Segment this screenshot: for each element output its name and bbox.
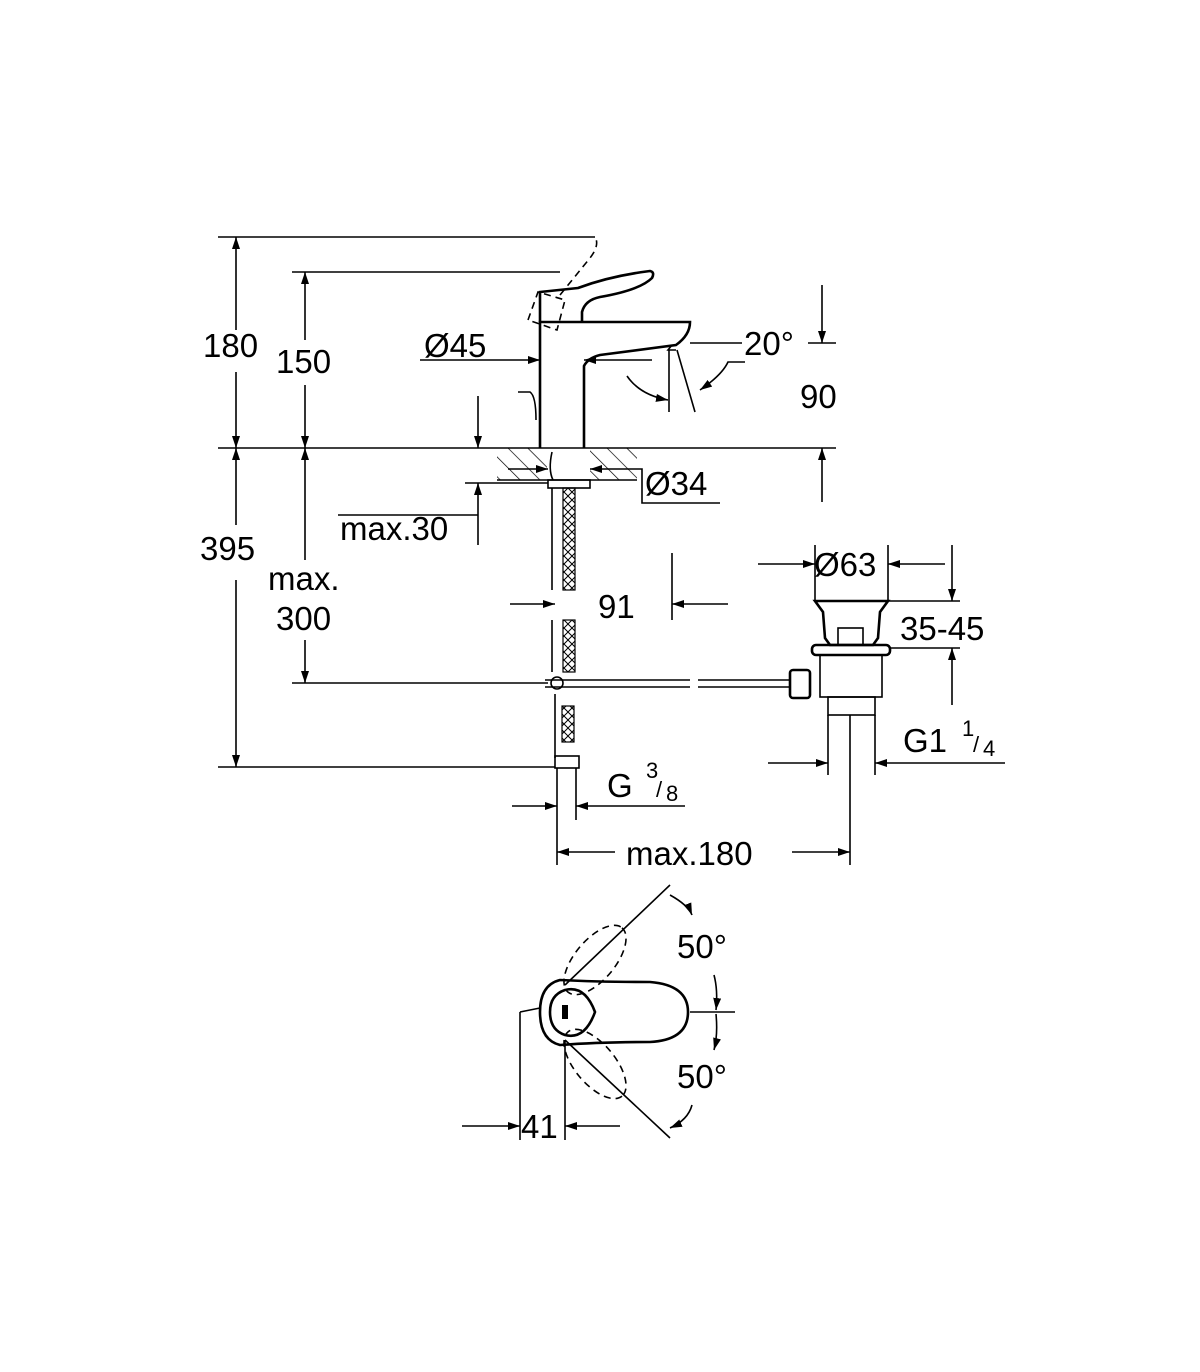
height-dimensions (232, 237, 309, 767)
dim-max-30: max.30 (340, 510, 448, 547)
thread-denominator: 4 (983, 736, 995, 761)
dim-max-label: max. (268, 560, 340, 597)
thread-main: G1 (903, 722, 947, 759)
thread-numerator: 3 (646, 758, 658, 783)
dim-max-180: max.180 (626, 835, 753, 872)
dim-diameter-34: Ø34 (645, 465, 707, 502)
dim-35-45: 35-45 (900, 610, 984, 647)
dim-diameter-45: Ø45 (424, 327, 486, 364)
dim-91: 91 (598, 588, 635, 625)
dim-150: 150 (276, 343, 331, 380)
lever-top-view (519, 884, 735, 1140)
dim-thread-g-3-8: G 3 / 8 (607, 758, 678, 806)
thread-main: G (607, 767, 633, 804)
dim-41: 41 (521, 1108, 558, 1145)
dim-diameter-63: Ø63 (814, 546, 876, 583)
dim-angle-50-front: 50° (677, 1058, 727, 1095)
countertop-section (497, 448, 637, 489)
dim-300: 300 (276, 600, 331, 637)
popup-rod (545, 679, 790, 688)
dim-395: 395 (200, 530, 255, 567)
dim-180: 180 (203, 327, 258, 364)
thread-slash: / (656, 777, 663, 802)
dim-thread-g1-1-4: G1 1 / 4 (903, 716, 995, 761)
supply-hoses (550, 487, 580, 820)
dim-angle-50-back: 50° (677, 928, 727, 965)
waste-drain (788, 545, 892, 865)
thread-denominator: 8 (666, 781, 678, 806)
thread-numerator: 1 (962, 716, 974, 741)
thread-slash: / (973, 732, 980, 757)
dim-90: 90 (800, 378, 837, 415)
dim-angle-20: 20° (744, 325, 794, 362)
